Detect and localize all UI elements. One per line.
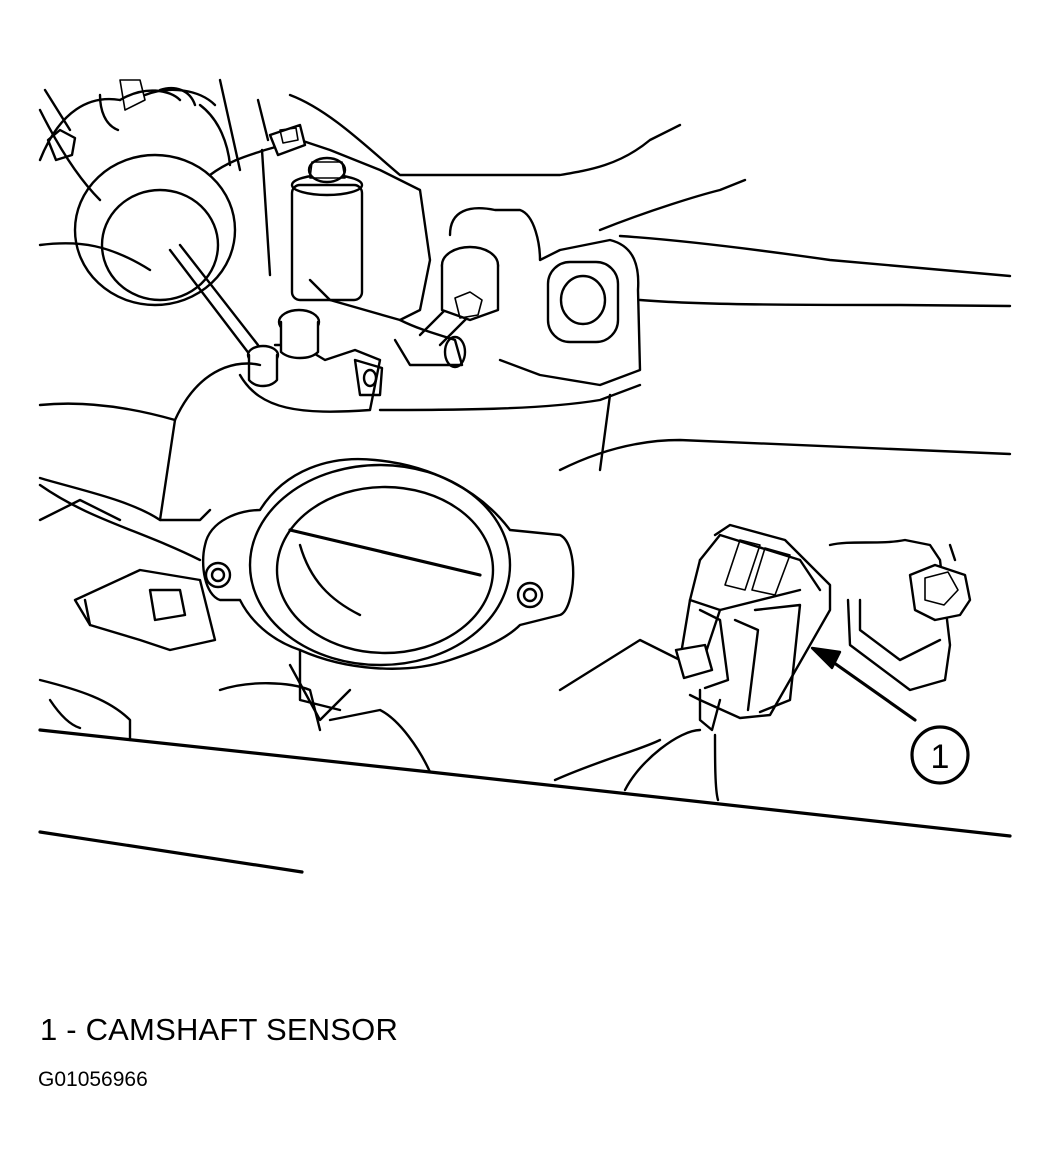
frame-lines <box>38 728 1012 874</box>
cylinder-head-outline <box>38 78 1012 308</box>
lower-components <box>218 638 682 782</box>
figure-id: G01056966 <box>38 1068 148 1091</box>
right-side-component <box>828 538 972 692</box>
throttle-body-flange <box>201 457 575 670</box>
pipe-fitting <box>393 245 500 369</box>
callout-number: 1 <box>931 738 950 776</box>
intake-manifold <box>38 362 1012 562</box>
lower-left-bracket <box>38 498 217 742</box>
cam-boss <box>38 79 237 307</box>
callout-1: 1 <box>810 646 970 785</box>
callout-arrow-icon <box>810 646 842 670</box>
mounting-boss-right <box>448 207 642 387</box>
upper-bracket <box>208 123 432 322</box>
engine-line-drawing: 1 <box>38 78 1012 874</box>
camshaft-sensor <box>623 523 832 802</box>
throttle-linkage <box>168 243 384 413</box>
figure-caption: 1 - CAMSHAFT SENSOR <box>40 1012 399 1047</box>
